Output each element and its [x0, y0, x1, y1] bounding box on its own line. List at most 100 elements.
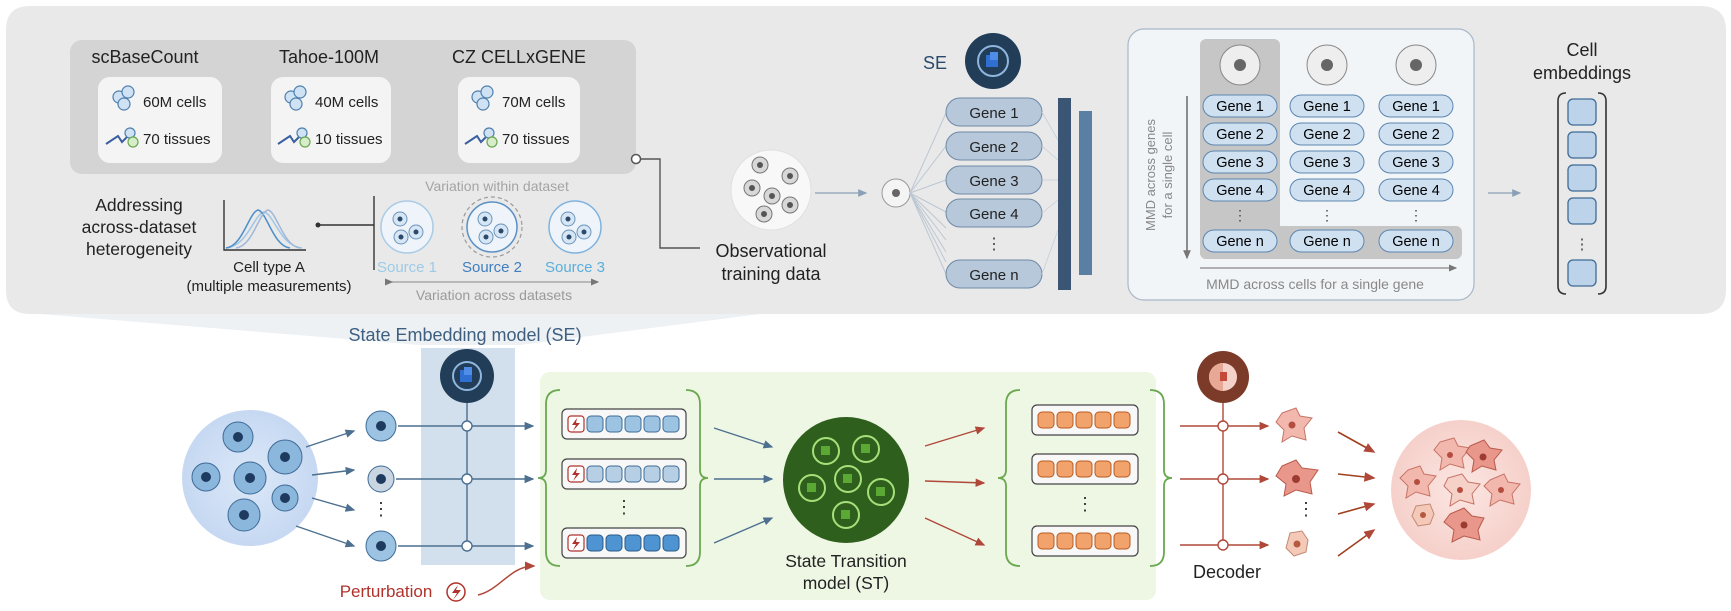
connector-dot	[630, 153, 642, 165]
tissue-icon	[105, 133, 131, 145]
svg-text:Gene n: Gene n	[1392, 234, 1440, 250]
svg-text:⋮: ⋮	[1409, 207, 1423, 223]
input-cell-population	[182, 410, 318, 546]
source-2: Source 2	[461, 196, 523, 276]
arrow	[713, 427, 774, 449]
svg-text:Gene n: Gene n	[969, 267, 1018, 284]
source-1: Source 1	[377, 200, 437, 276]
arrow	[1337, 529, 1376, 557]
tokens-bracket-left	[537, 389, 561, 567]
output-token-ellipsis: ⋮	[1076, 494, 1094, 514]
svg-text:Gene 3: Gene 3	[1303, 155, 1351, 171]
st-model-label-2: model (ST)	[803, 573, 890, 593]
dataset-cells: 70M cells	[502, 94, 565, 111]
se-model-label: State Embedding model (SE)	[348, 325, 581, 345]
observational-label-2: training data	[721, 264, 821, 284]
dataset-card-scbasecount: scBaseCount 60M cells 70 tissues	[91, 47, 222, 163]
arrow	[311, 466, 356, 476]
dataset-cells: 60M cells	[143, 94, 206, 111]
output-token-row	[1031, 453, 1139, 485]
svg-text:Gene 2: Gene 2	[1303, 127, 1351, 143]
svg-text:Gene n: Gene n	[1216, 234, 1264, 250]
heterogeneity-title-2: across-dataset	[82, 217, 197, 237]
svg-text:Gene n: Gene n	[1303, 234, 1351, 250]
tissue-icon	[464, 133, 490, 145]
perturbation-icon	[446, 582, 466, 602]
output-cell-ellipsis: ⋮	[1297, 499, 1315, 519]
observational-label-1: Observational	[715, 241, 826, 261]
output-cell	[1285, 530, 1309, 557]
token-row	[561, 408, 687, 440]
token-row	[561, 458, 687, 490]
dataset-card-cellxgene: CZ CELLxGENE 70M cells 70 tissues	[452, 47, 586, 163]
source-1-label: Source 1	[377, 259, 437, 276]
gene-ellipsis: ⋮	[986, 236, 1002, 253]
svg-text:Gene 3: Gene 3	[1392, 155, 1440, 171]
variation-within-label: Variation within dataset	[425, 178, 569, 194]
svg-text:Gene 3: Gene 3	[1216, 155, 1264, 171]
se-model-icon	[440, 349, 494, 403]
dataset-title: scBaseCount	[91, 47, 198, 67]
tokens-bracket-right	[685, 389, 709, 567]
mmd-column-highlight	[1200, 39, 1280, 259]
source-2-label: Source 2	[462, 259, 522, 276]
arrow	[1337, 501, 1376, 515]
cell-embeddings-label-1: Cell	[1566, 40, 1597, 60]
output-cell-population	[1391, 420, 1531, 560]
mmd-column: Gene 1 Gene 2 Gene 3 Gene 4 ⋮ Gene n	[1289, 44, 1365, 253]
cell-ellipsis: ⋮	[372, 499, 390, 519]
svg-text:⋮: ⋮	[1575, 236, 1590, 253]
mmd-column: Gene 1 Gene 2 Gene 3 Gene 4 ⋮ Gene n	[1378, 44, 1454, 253]
gene-pill: Gene 1	[945, 97, 1043, 127]
mmd-genes-axis-label-1: MMD across genes	[1143, 119, 1158, 231]
output-bracket-right	[1149, 389, 1173, 567]
output-cell	[1275, 459, 1319, 497]
encoder-bar-2	[1079, 111, 1092, 275]
arrow	[295, 525, 356, 548]
svg-text:Gene 4: Gene 4	[1216, 183, 1264, 199]
gene-pill: Gene n	[945, 259, 1043, 289]
token-row	[561, 527, 687, 559]
svg-text:Gene 2: Gene 2	[1392, 127, 1440, 143]
mmd-cells-axis-label: MMD across cells for a single gene	[1206, 276, 1424, 292]
se-label: SE	[923, 53, 947, 73]
output-cell	[1275, 407, 1313, 443]
dataset-card-tahoe: Tahoe-100M 40M cells 10 tissues	[271, 47, 391, 163]
heterogeneity-title-3: heterogeneity	[86, 239, 192, 259]
svg-text:Gene 1: Gene 1	[1216, 99, 1264, 115]
distribution-curves	[223, 200, 306, 251]
token-ellipsis: ⋮	[615, 497, 633, 517]
output-token-row	[1031, 404, 1139, 436]
connector-line	[640, 158, 700, 249]
panel-connector	[40, 314, 760, 345]
dataset-title: Tahoe-100M	[279, 47, 379, 67]
st-model-icon	[783, 417, 909, 543]
cell-embeddings-vector: ⋮	[1557, 92, 1607, 295]
svg-text:Gene 3: Gene 3	[969, 173, 1018, 190]
svg-text:Gene 2: Gene 2	[969, 139, 1018, 156]
st-model-label-1: State Transition	[785, 551, 907, 571]
mmd-genes-axis-label-2: for a single cell	[1160, 132, 1175, 219]
dataset-tissues: 70 tissues	[502, 131, 570, 148]
source-3-label: Source 3	[545, 259, 605, 276]
observational-data-icon	[730, 149, 812, 231]
cell-type-label: Cell type A	[233, 259, 305, 276]
arrow	[1337, 431, 1376, 453]
svg-text:Gene 4: Gene 4	[1303, 183, 1351, 199]
svg-text:⋮: ⋮	[1233, 207, 1247, 223]
gene-pill: Gene 2	[945, 131, 1043, 161]
source-3: Source 3	[545, 200, 605, 276]
arrow	[713, 517, 774, 544]
svg-text:Gene 1: Gene 1	[969, 105, 1018, 122]
svg-text:Gene 1: Gene 1	[1392, 99, 1440, 115]
gene-fan-lines	[909, 112, 947, 275]
input-cell	[367, 465, 395, 493]
cell-embeddings-label-2: embeddings	[1533, 63, 1631, 83]
perturbation-arrow	[477, 561, 536, 596]
heterogeneity-title-1: Addressing	[95, 195, 183, 215]
cell-type-sublabel: (multiple measurements)	[186, 278, 351, 295]
svg-text:Gene 4: Gene 4	[1392, 183, 1440, 199]
decoder-label: Decoder	[1193, 562, 1261, 582]
svg-text:Gene 4: Gene 4	[969, 206, 1018, 223]
svg-text:Gene 1: Gene 1	[1303, 99, 1351, 115]
